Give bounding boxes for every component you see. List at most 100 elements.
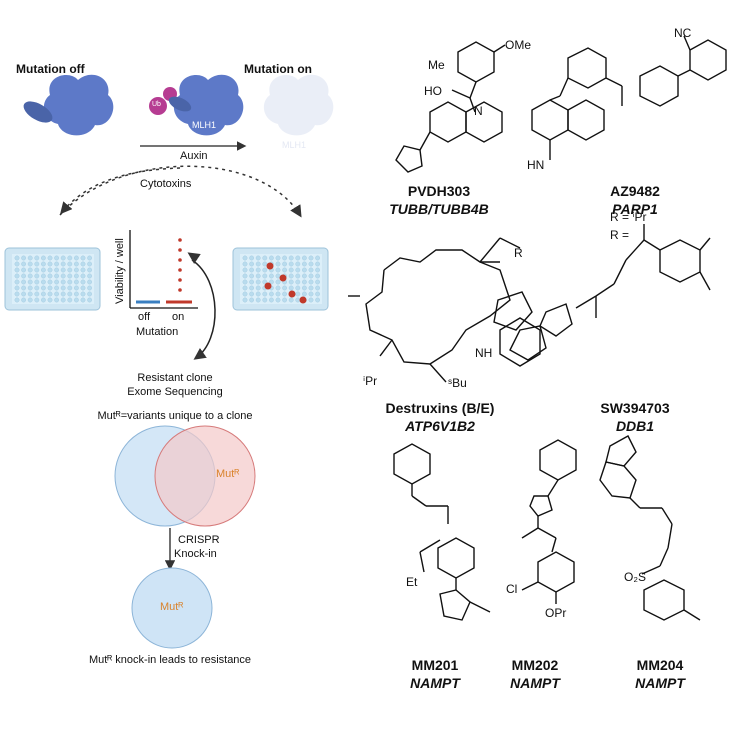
plate-well — [242, 291, 248, 297]
plate-well — [27, 279, 33, 285]
plate-well — [275, 297, 281, 303]
compound-target-destruxins: ATP6V1B2 — [405, 418, 475, 434]
plate-well — [54, 261, 59, 267]
atom-n: N — [474, 104, 483, 118]
plate-well — [21, 255, 26, 261]
compound-target-sw394703: DDB1 — [615, 418, 655, 434]
plate-well — [87, 291, 93, 297]
plate-well — [315, 285, 320, 291]
plate-well — [295, 279, 301, 285]
plate-well — [80, 255, 86, 261]
plate-well — [275, 261, 281, 267]
compound-target-mm201: NAMPT — [410, 675, 460, 691]
plate-well — [295, 291, 301, 297]
plate-well — [255, 297, 261, 303]
mlh1-protein-degraded — [263, 74, 334, 136]
plate-well — [87, 273, 93, 279]
plate-well — [67, 291, 73, 297]
plate-well — [14, 285, 20, 291]
plate-well — [41, 297, 46, 303]
plate-well — [47, 297, 53, 303]
plate-well — [54, 285, 59, 291]
plate-well — [249, 285, 255, 291]
plate-well — [21, 279, 26, 285]
plate-well — [301, 261, 307, 267]
structure-mm202 — [521, 439, 577, 604]
plate-well — [288, 261, 294, 267]
plate-well — [262, 255, 268, 261]
plate-well — [67, 255, 73, 261]
atom-ome: OMe — [505, 38, 532, 52]
crispr-label: CRISPR — [178, 534, 220, 546]
plate-well — [262, 261, 268, 267]
compound-name-sw394703: SW394703 — [600, 400, 670, 416]
plate-well — [301, 279, 307, 285]
plate-well — [268, 255, 274, 261]
plate-well — [308, 279, 314, 285]
plate-well — [282, 267, 287, 273]
plate-well — [301, 273, 307, 279]
plate-well — [242, 297, 248, 303]
compound-name-mm202: MM202 — [511, 657, 559, 673]
plate-well — [249, 255, 255, 261]
plate-well — [249, 273, 255, 279]
plate-well — [315, 261, 320, 267]
plate-well — [255, 261, 261, 267]
plate-well — [41, 279, 46, 285]
plate-well — [262, 297, 268, 303]
plate-well — [60, 273, 66, 279]
plate-well — [41, 291, 46, 297]
plate-well — [242, 279, 248, 285]
plate-well — [34, 291, 40, 297]
plate-well — [67, 285, 73, 291]
plate-well — [308, 291, 314, 297]
compound-target-mm202: NAMPT — [510, 675, 560, 691]
plate-well — [21, 285, 26, 291]
plate-well — [80, 279, 86, 285]
plate-well — [268, 279, 274, 285]
plate-well — [255, 285, 261, 291]
atom-r-ipr: R = ⁱPr — [610, 210, 647, 224]
plate-well — [308, 273, 314, 279]
plate-well — [288, 279, 294, 285]
plate-well — [315, 255, 320, 261]
plate-well — [268, 273, 274, 279]
plate-well — [249, 261, 255, 267]
structure-destruxins — [348, 237, 533, 383]
atom-nc: NC — [674, 26, 692, 40]
plate-well — [34, 285, 40, 291]
plate-well — [255, 291, 261, 297]
plate-well — [87, 261, 93, 267]
plate-well — [74, 279, 79, 285]
circle-mutR-label: Mutᴿ — [160, 601, 184, 613]
plate-well — [275, 255, 281, 261]
plate-well — [87, 285, 93, 291]
cytotoxin-arc-right — [59, 165, 302, 218]
plate-well — [60, 279, 66, 285]
plate-well — [21, 261, 26, 267]
plate-well — [282, 255, 287, 261]
plate-well — [288, 285, 294, 291]
compound-target-az9482: PARP1 — [612, 201, 658, 217]
plate-well — [34, 297, 40, 303]
plate-well — [87, 297, 93, 303]
plate-well — [87, 255, 93, 261]
plate-well — [255, 273, 261, 279]
plate-well — [67, 261, 73, 267]
plate-well — [242, 261, 248, 267]
plate-well — [275, 279, 281, 285]
plate-well — [47, 285, 53, 291]
plate-well — [80, 297, 86, 303]
plate-well — [315, 279, 320, 285]
atom-nh: NH — [475, 346, 493, 360]
plate-well — [27, 261, 33, 267]
plate-well — [308, 297, 314, 303]
plate-well — [288, 267, 294, 273]
plate-well — [27, 273, 33, 279]
plate-well — [262, 279, 268, 285]
plate-well — [308, 285, 314, 291]
compound-name-mm204: MM204 — [636, 657, 684, 673]
conclusion-text: Mutᴿ knock-in leads to resistance — [88, 654, 252, 666]
plot-off-label: off — [138, 311, 151, 323]
plate-well — [34, 273, 40, 279]
